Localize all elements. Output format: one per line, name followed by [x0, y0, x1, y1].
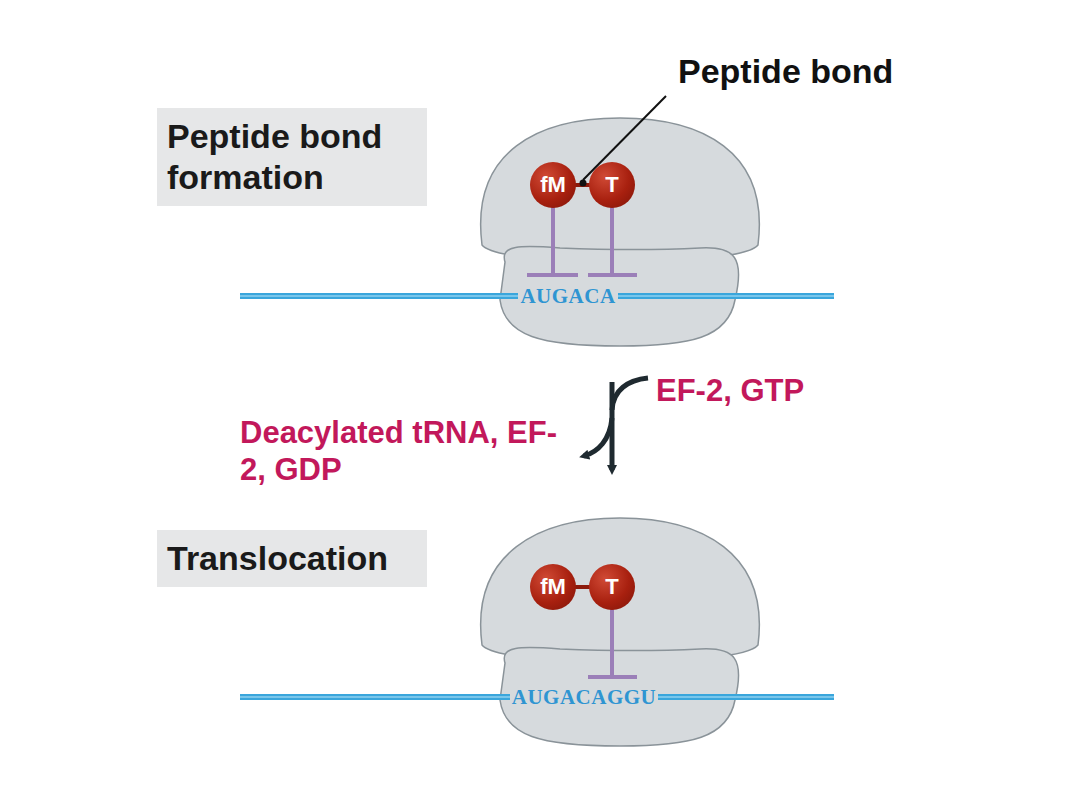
amino-acid-circle: fM: [530, 564, 576, 610]
amino-acid-label: fM: [540, 574, 566, 600]
large-subunit: [481, 118, 760, 262]
product-label: Deacylated tRNA, EF-2, GDP: [240, 414, 580, 488]
amino-acid-label: T: [605, 574, 618, 600]
amino-acid-circle: T: [589, 162, 635, 208]
amino-acid-label: fM: [540, 172, 566, 198]
step-box: Translocation: [157, 530, 427, 587]
codon-sequence: AUGACAGGU: [510, 685, 659, 710]
step-title: Peptide bond formation: [167, 116, 417, 198]
trna-stems: [527, 206, 637, 275]
reaction-arrow: [584, 378, 648, 470]
amino-acid-label: T: [605, 172, 618, 198]
reagent-label: EF-2, GTP: [656, 373, 804, 409]
codon-sequence: AUGACA: [518, 284, 617, 309]
step-box: Peptide bond formation: [157, 108, 427, 206]
trna-stems: [588, 608, 637, 677]
amino-acid-circle: T: [589, 564, 635, 610]
large-subunit: [481, 518, 760, 662]
callout-label: Peptide bond: [678, 52, 893, 91]
amino-acid-circle: fM: [530, 162, 576, 208]
bond-dot: [580, 180, 587, 187]
step-title: Translocation: [167, 538, 417, 579]
